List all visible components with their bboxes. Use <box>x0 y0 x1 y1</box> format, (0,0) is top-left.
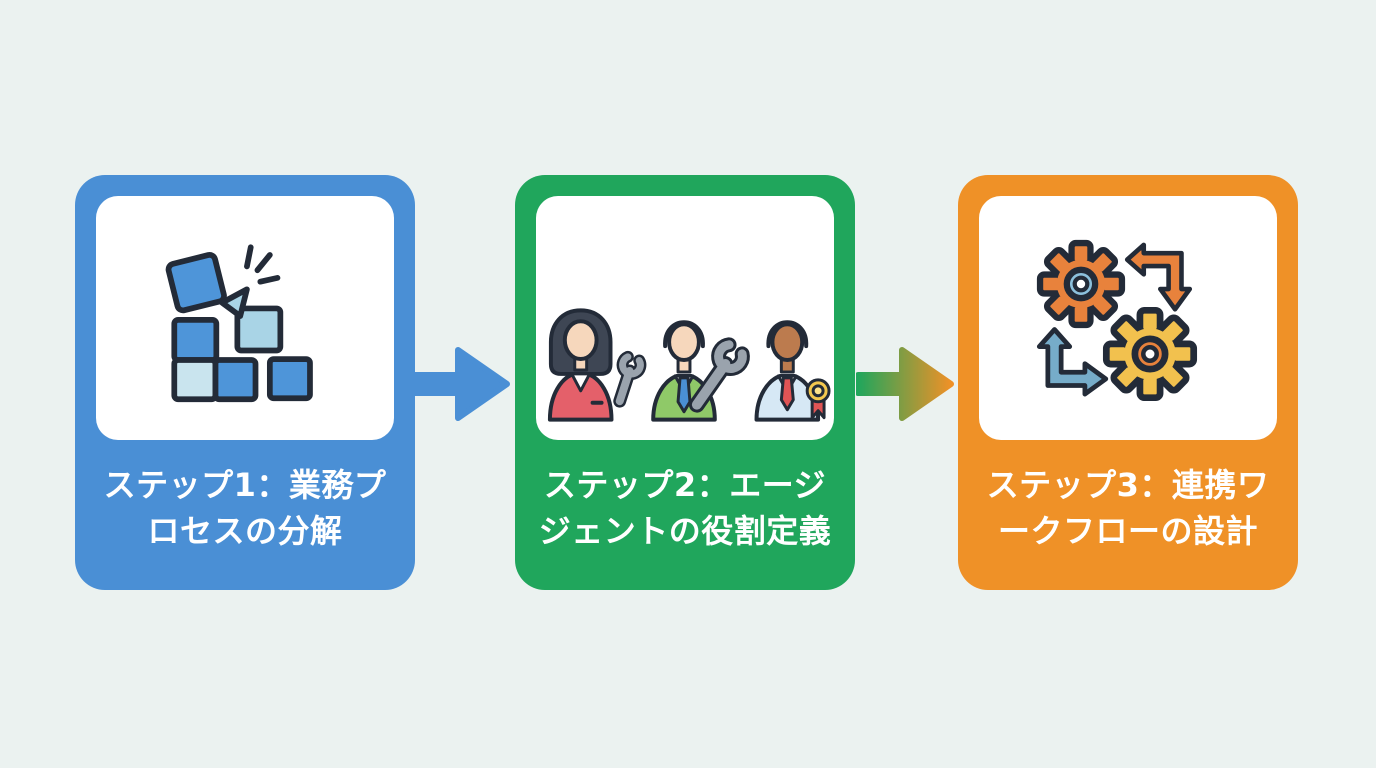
avatar-man-wrench <box>651 320 750 422</box>
step-card-1: ステップ1：業務プ ロセスの分解 <box>75 175 415 590</box>
avatar-man-badge <box>754 320 831 422</box>
step-card-2: ステップ2：エージ ジェントの役割定義 <box>515 175 855 590</box>
gear-orange <box>1036 239 1125 329</box>
break-triangle <box>219 286 250 319</box>
step-3-label: ステップ3：連携ワ ークフローの設計 <box>964 462 1292 554</box>
gear-yellow <box>1102 306 1197 402</box>
cycle-arrow-orange <box>1124 242 1192 312</box>
arrow-step1-to-step2 <box>412 347 510 421</box>
team-members-icon <box>547 308 831 422</box>
sparkle-lines <box>244 244 281 285</box>
avatar-woman <box>547 308 647 422</box>
cycle-arrow-blue <box>1036 327 1108 397</box>
step-1-label-line2: ロセスの分解 <box>147 512 343 550</box>
big-wrench-icon <box>688 337 750 413</box>
step-1-icon-box <box>96 196 394 440</box>
step-3-icon-box <box>979 196 1277 440</box>
step-2-label: ステップ2：エージ ジェントの役割定義 <box>521 462 849 554</box>
building-blocks-icon <box>165 244 313 403</box>
step-1-label: ステップ1：業務プ ロセスの分解 <box>81 462 409 554</box>
step-card-3: ステップ3：連携ワ ークフローの設計 <box>958 175 1298 590</box>
step-1-label-line1: ステップ1：業務プ <box>103 466 387 504</box>
step-3-label-line1: ステップ3：連携ワ <box>986 466 1270 504</box>
step-2-label-line2: ジェントの役割定義 <box>538 512 832 550</box>
gears-cycle-icon <box>1036 239 1197 402</box>
small-wrench-icon <box>613 350 647 408</box>
step-2-label-line1: ステップ2：エージ <box>543 466 827 504</box>
award-badge-icon <box>805 378 831 420</box>
step-2-icon-box <box>536 196 834 440</box>
arrow-step2-to-step3 <box>856 347 954 421</box>
step-3-label-line2: ークフローの設計 <box>997 512 1258 550</box>
